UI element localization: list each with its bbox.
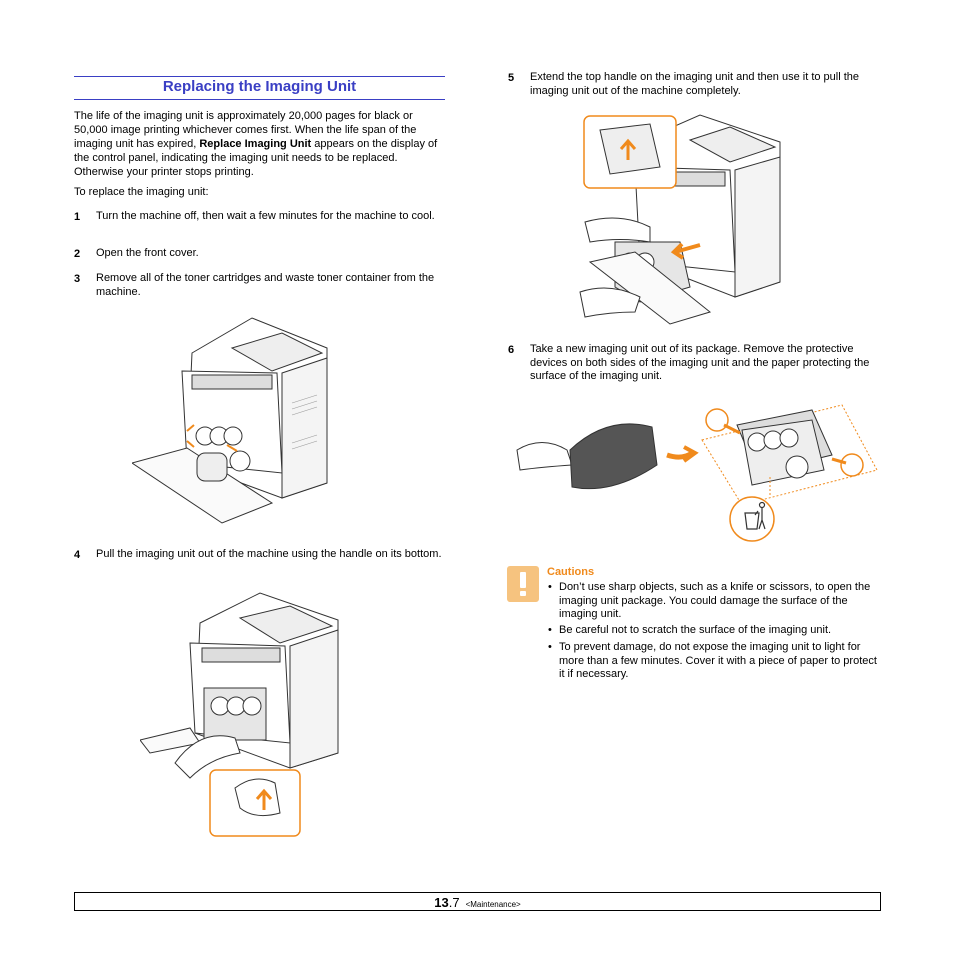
intro-bold: Replace Imaging Unit [199, 138, 312, 150]
step-1-text: Turn the machine off, then wait a few mi… [96, 210, 435, 222]
bullet: • [548, 624, 552, 636]
cautions-title: Cautions [547, 566, 595, 578]
caution-item-1: Don’t use sharp objects, such as a knife… [559, 581, 871, 621]
step-2-number: 2 [74, 248, 81, 260]
intro-paragraph: The life of the imaging unit is approxim… [74, 109, 446, 179]
footer: 13.7 <Maintenance> [74, 892, 881, 911]
heading-rule-top [74, 76, 445, 77]
step-6-text: Take a new imaging unit out of its packa… [530, 343, 870, 382]
figure-remove-toner [132, 317, 328, 524]
bullet: • [548, 641, 552, 653]
heading-rule-bottom [74, 99, 445, 100]
step-3-text: Remove all of the toner cartridges and w… [96, 272, 435, 298]
section-label: <Maintenance> [465, 900, 521, 909]
page-number: 13.7 <Maintenance> [75, 894, 880, 912]
step-5-number: 5 [508, 72, 515, 84]
lead-text: To replace the imaging unit: [74, 186, 209, 198]
intro-text-1: The life of the imaging unit is approxim… [74, 110, 417, 150]
step-4-number: 4 [74, 549, 81, 561]
step-3-number: 3 [74, 273, 81, 285]
step-5-text: Extend the top handle on the imaging uni… [530, 71, 860, 97]
step-4-text: Pull the imaging unit out of the machine… [96, 548, 442, 560]
intro-text-2: appears on the display of the control pa… [74, 138, 438, 178]
figure-pull-imaging-unit [140, 592, 339, 837]
caution-item-3: To prevent damage, do not expose the ima… [559, 641, 877, 681]
figure-extend-handle [579, 114, 781, 325]
chapter-number: 13 [434, 895, 449, 910]
figure-new-imaging-unit [516, 404, 878, 542]
page-index: .7 [448, 895, 460, 910]
caution-icon [507, 566, 539, 602]
page-title: Replacing the Imaging Unit [162, 78, 357, 95]
step-1-number: 1 [74, 211, 81, 223]
caution-item-2: Be careful not to scratch the surface of… [559, 624, 832, 636]
step-6-number: 6 [508, 344, 515, 356]
step-2-text: Open the front cover. [96, 247, 199, 259]
bullet: • [548, 581, 552, 593]
